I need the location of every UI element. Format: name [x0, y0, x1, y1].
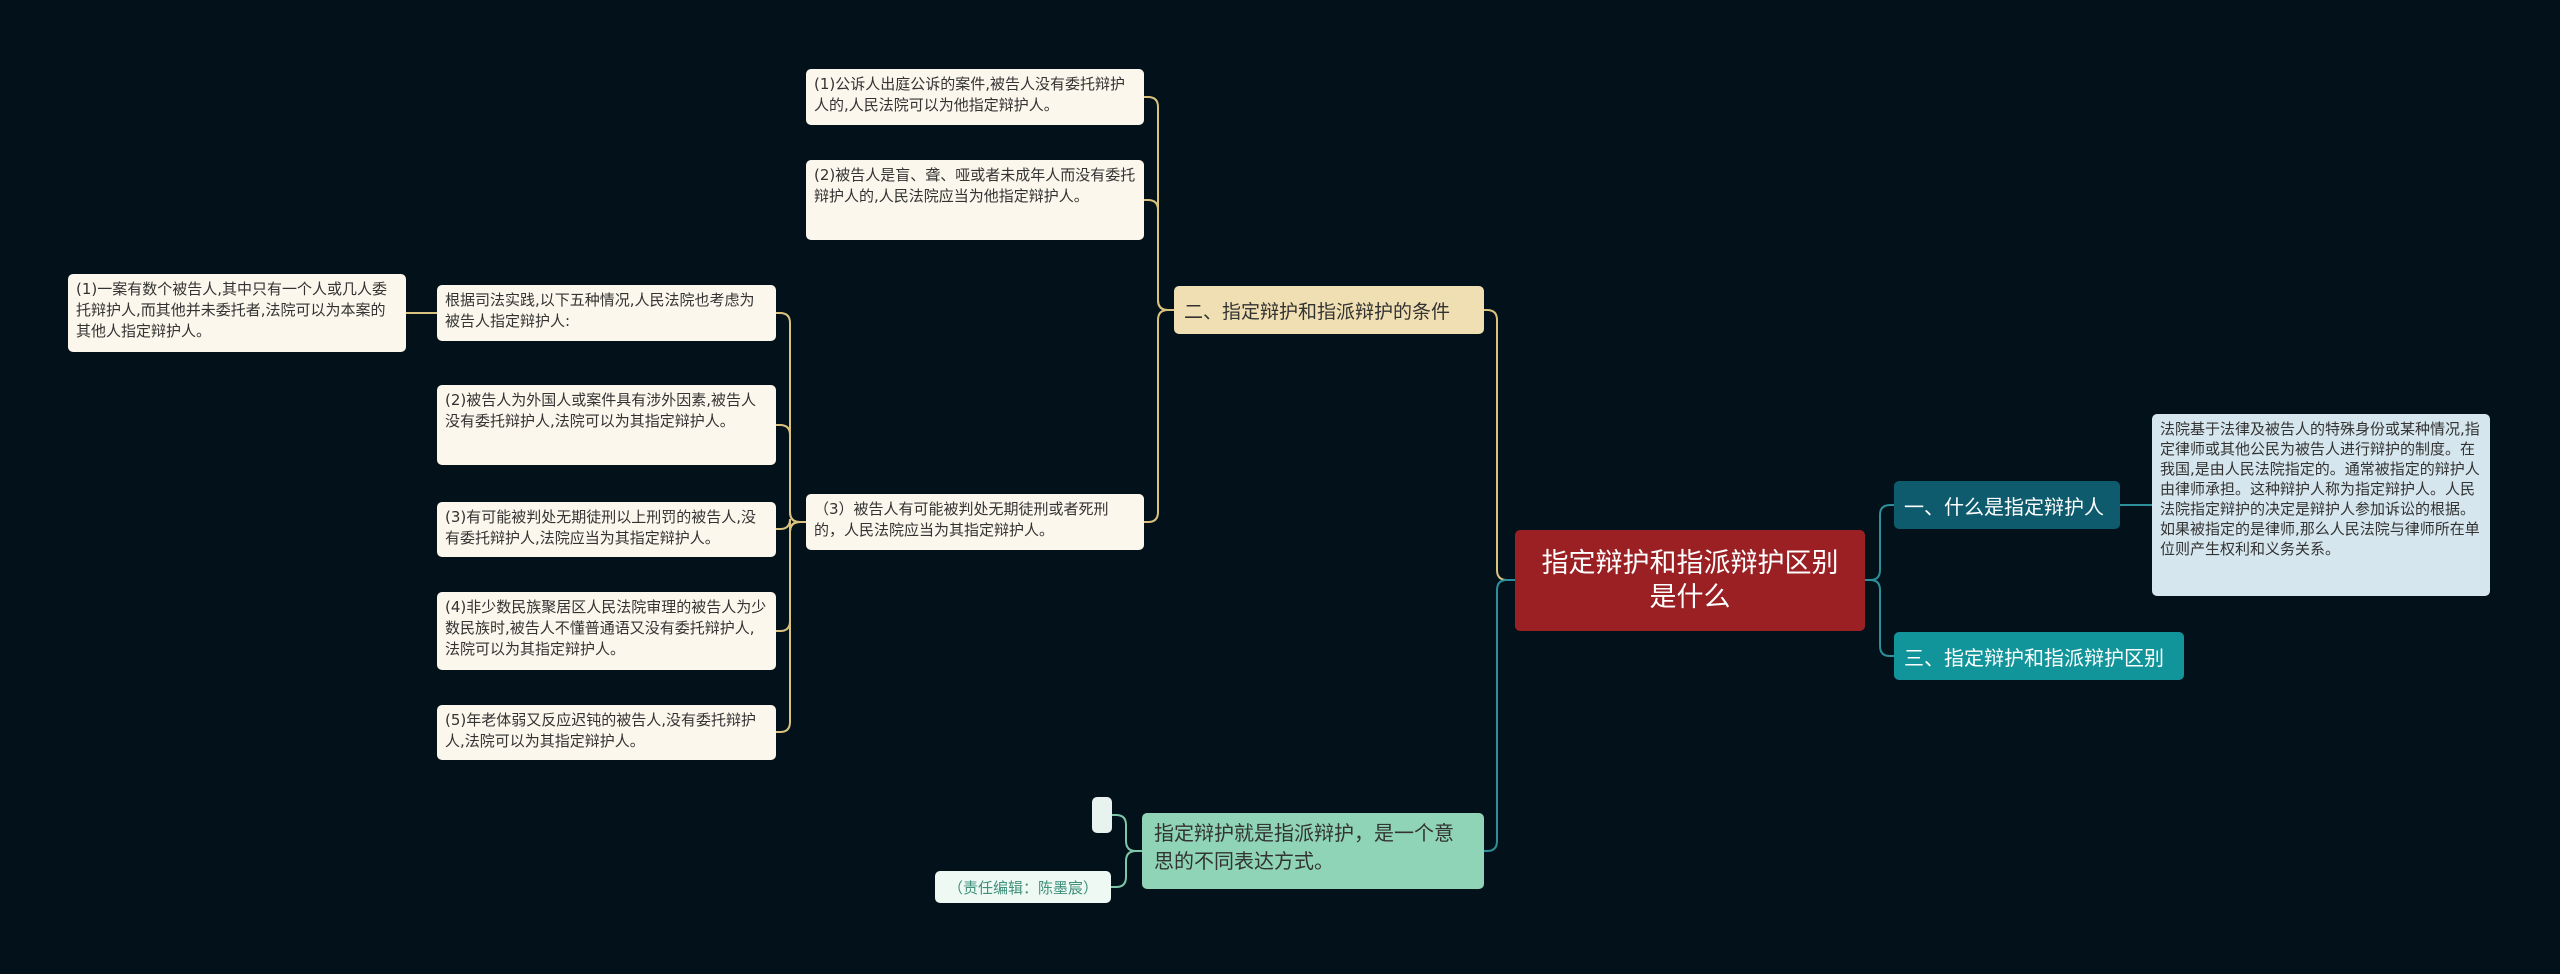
edge-root-same-meaning: [1484, 579, 1515, 852]
edge-conditions-item3: [1144, 309, 1174, 523]
condition-item-3-text: （3）被告人有可能被判处无期徒刑或者死刑的，人民法院应当为其指定辩护人。: [814, 500, 1109, 539]
detail-what-is-text: 法院基于法律及被告人的特殊身份或某种情况,指定律师或其他公民为被告人进行辩护的制…: [2160, 420, 2480, 558]
practice-case-4-text: (4)非少数民族聚居区人民法院审理的被告人为少数民族时,被告人不懂普通语又没有委…: [445, 598, 767, 658]
practice-case-3[interactable]: (3)有可能被判处无期徒刑以上刑罚的被告人,没有委托辩护人,法院应当为其指定辩护…: [437, 502, 776, 557]
root-title: 指定辩护和指派辩护区别是什么: [1541, 547, 1839, 613]
section-same-meaning[interactable]: 指定辩护就是指派辩护，是一个意思的不同表达方式。: [1142, 813, 1484, 889]
practice-case-4[interactable]: (4)非少数民族聚居区人民法院审理的被告人为少数民族时,被告人不懂普通语又没有委…: [437, 592, 776, 670]
edge-root-what-is: [1865, 504, 1894, 581]
edge-same-meaning-editor: [1111, 850, 1142, 888]
section-conditions-label: 二、指定辩护和指派辩护的条件: [1184, 300, 1451, 323]
practice-case-3-text: (3)有可能被判处无期徒刑以上刑罚的被告人,没有委托辩护人,法院应当为其指定辩护…: [445, 508, 757, 547]
edge-conditions-item2: [1144, 199, 1174, 311]
detail-what-is[interactable]: 法院基于法律及被告人的特殊身份或某种情况,指定律师或其他公民为被告人进行辩护的制…: [2152, 414, 2490, 596]
edge-root-difference: [1865, 579, 1894, 657]
edge-item3-case5: [776, 521, 806, 733]
practice-node-text: 根据司法实践,以下五种情况,人民法院也考虑为被告人指定辩护人:: [445, 291, 755, 330]
practice-case-2-text: (2)被告人为外国人或案件具有涉外因素,被告人没有委托辩护人,法院可以为其指定辩…: [445, 391, 757, 430]
blank-node[interactable]: [1092, 797, 1112, 833]
condition-item-1[interactable]: (1)公诉人出庭公诉的案件,被告人没有委托辩护人的,人民法院可以为他指定辩护人。: [806, 69, 1144, 125]
section-what-is-label: 一、什么是指定辩护人: [1904, 494, 2104, 519]
condition-item-2-text: (2)被告人是盲、聋、哑或者未成年人而没有委托辩护人的,人民法院应当为他指定辩护…: [814, 166, 1136, 205]
condition-item-3[interactable]: （3）被告人有可能被判处无期徒刑或者死刑的，人民法院应当为其指定辩护人。: [806, 494, 1144, 550]
practice-case-2[interactable]: (2)被告人为外国人或案件具有涉外因素,被告人没有委托辩护人,法院可以为其指定辩…: [437, 385, 776, 465]
practice-case-5[interactable]: (5)年老体弱又反应迟钝的被告人,没有委托辩护人,法院可以为其指定辩护人。: [437, 705, 776, 760]
section-what-is-designated-defender[interactable]: 一、什么是指定辩护人: [1894, 481, 2120, 529]
practice-case-1-text: (1)一案有数个被告人,其中只有一个人或几人委托辩护人,而其他并未委托者,法院可…: [76, 280, 388, 340]
practice-case-1[interactable]: (1)一案有数个被告人,其中只有一个人或几人委托辩护人,而其他并未委托者,法院可…: [68, 274, 406, 352]
practice-node[interactable]: 根据司法实践,以下五种情况,人民法院也考虑为被告人指定辩护人:: [437, 285, 776, 341]
condition-item-2[interactable]: (2)被告人是盲、聋、哑或者未成年人而没有委托辩护人的,人民法院应当为他指定辩护…: [806, 160, 1144, 240]
section-same-meaning-label: 指定辩护就是指派辩护，是一个意思的不同表达方式。: [1154, 821, 1454, 873]
editor-credit-text: （责任编辑：陈墨宸）: [947, 878, 1098, 897]
section-conditions[interactable]: 二、指定辩护和指派辩护的条件: [1174, 286, 1484, 334]
section-difference-label: 三、指定辩护和指派辩护区别: [1904, 645, 2164, 670]
section-difference[interactable]: 三、指定辩护和指派辩护区别: [1894, 632, 2184, 680]
edge-item3-case2: [776, 424, 806, 523]
edge-same-meaning-blank: [1112, 814, 1142, 852]
practice-case-5-text: (5)年老体弱又反应迟钝的被告人,没有委托辩护人,法院可以为其指定辩护人。: [445, 711, 757, 750]
root-topic[interactable]: 指定辩护和指派辩护区别是什么: [1515, 530, 1865, 631]
edge-root-conditions: [1484, 309, 1515, 581]
editor-credit[interactable]: （责任编辑：陈墨宸）: [935, 871, 1111, 903]
condition-item-1-text: (1)公诉人出庭公诉的案件,被告人没有委托辩护人的,人民法院可以为他指定辩护人。: [814, 75, 1126, 114]
